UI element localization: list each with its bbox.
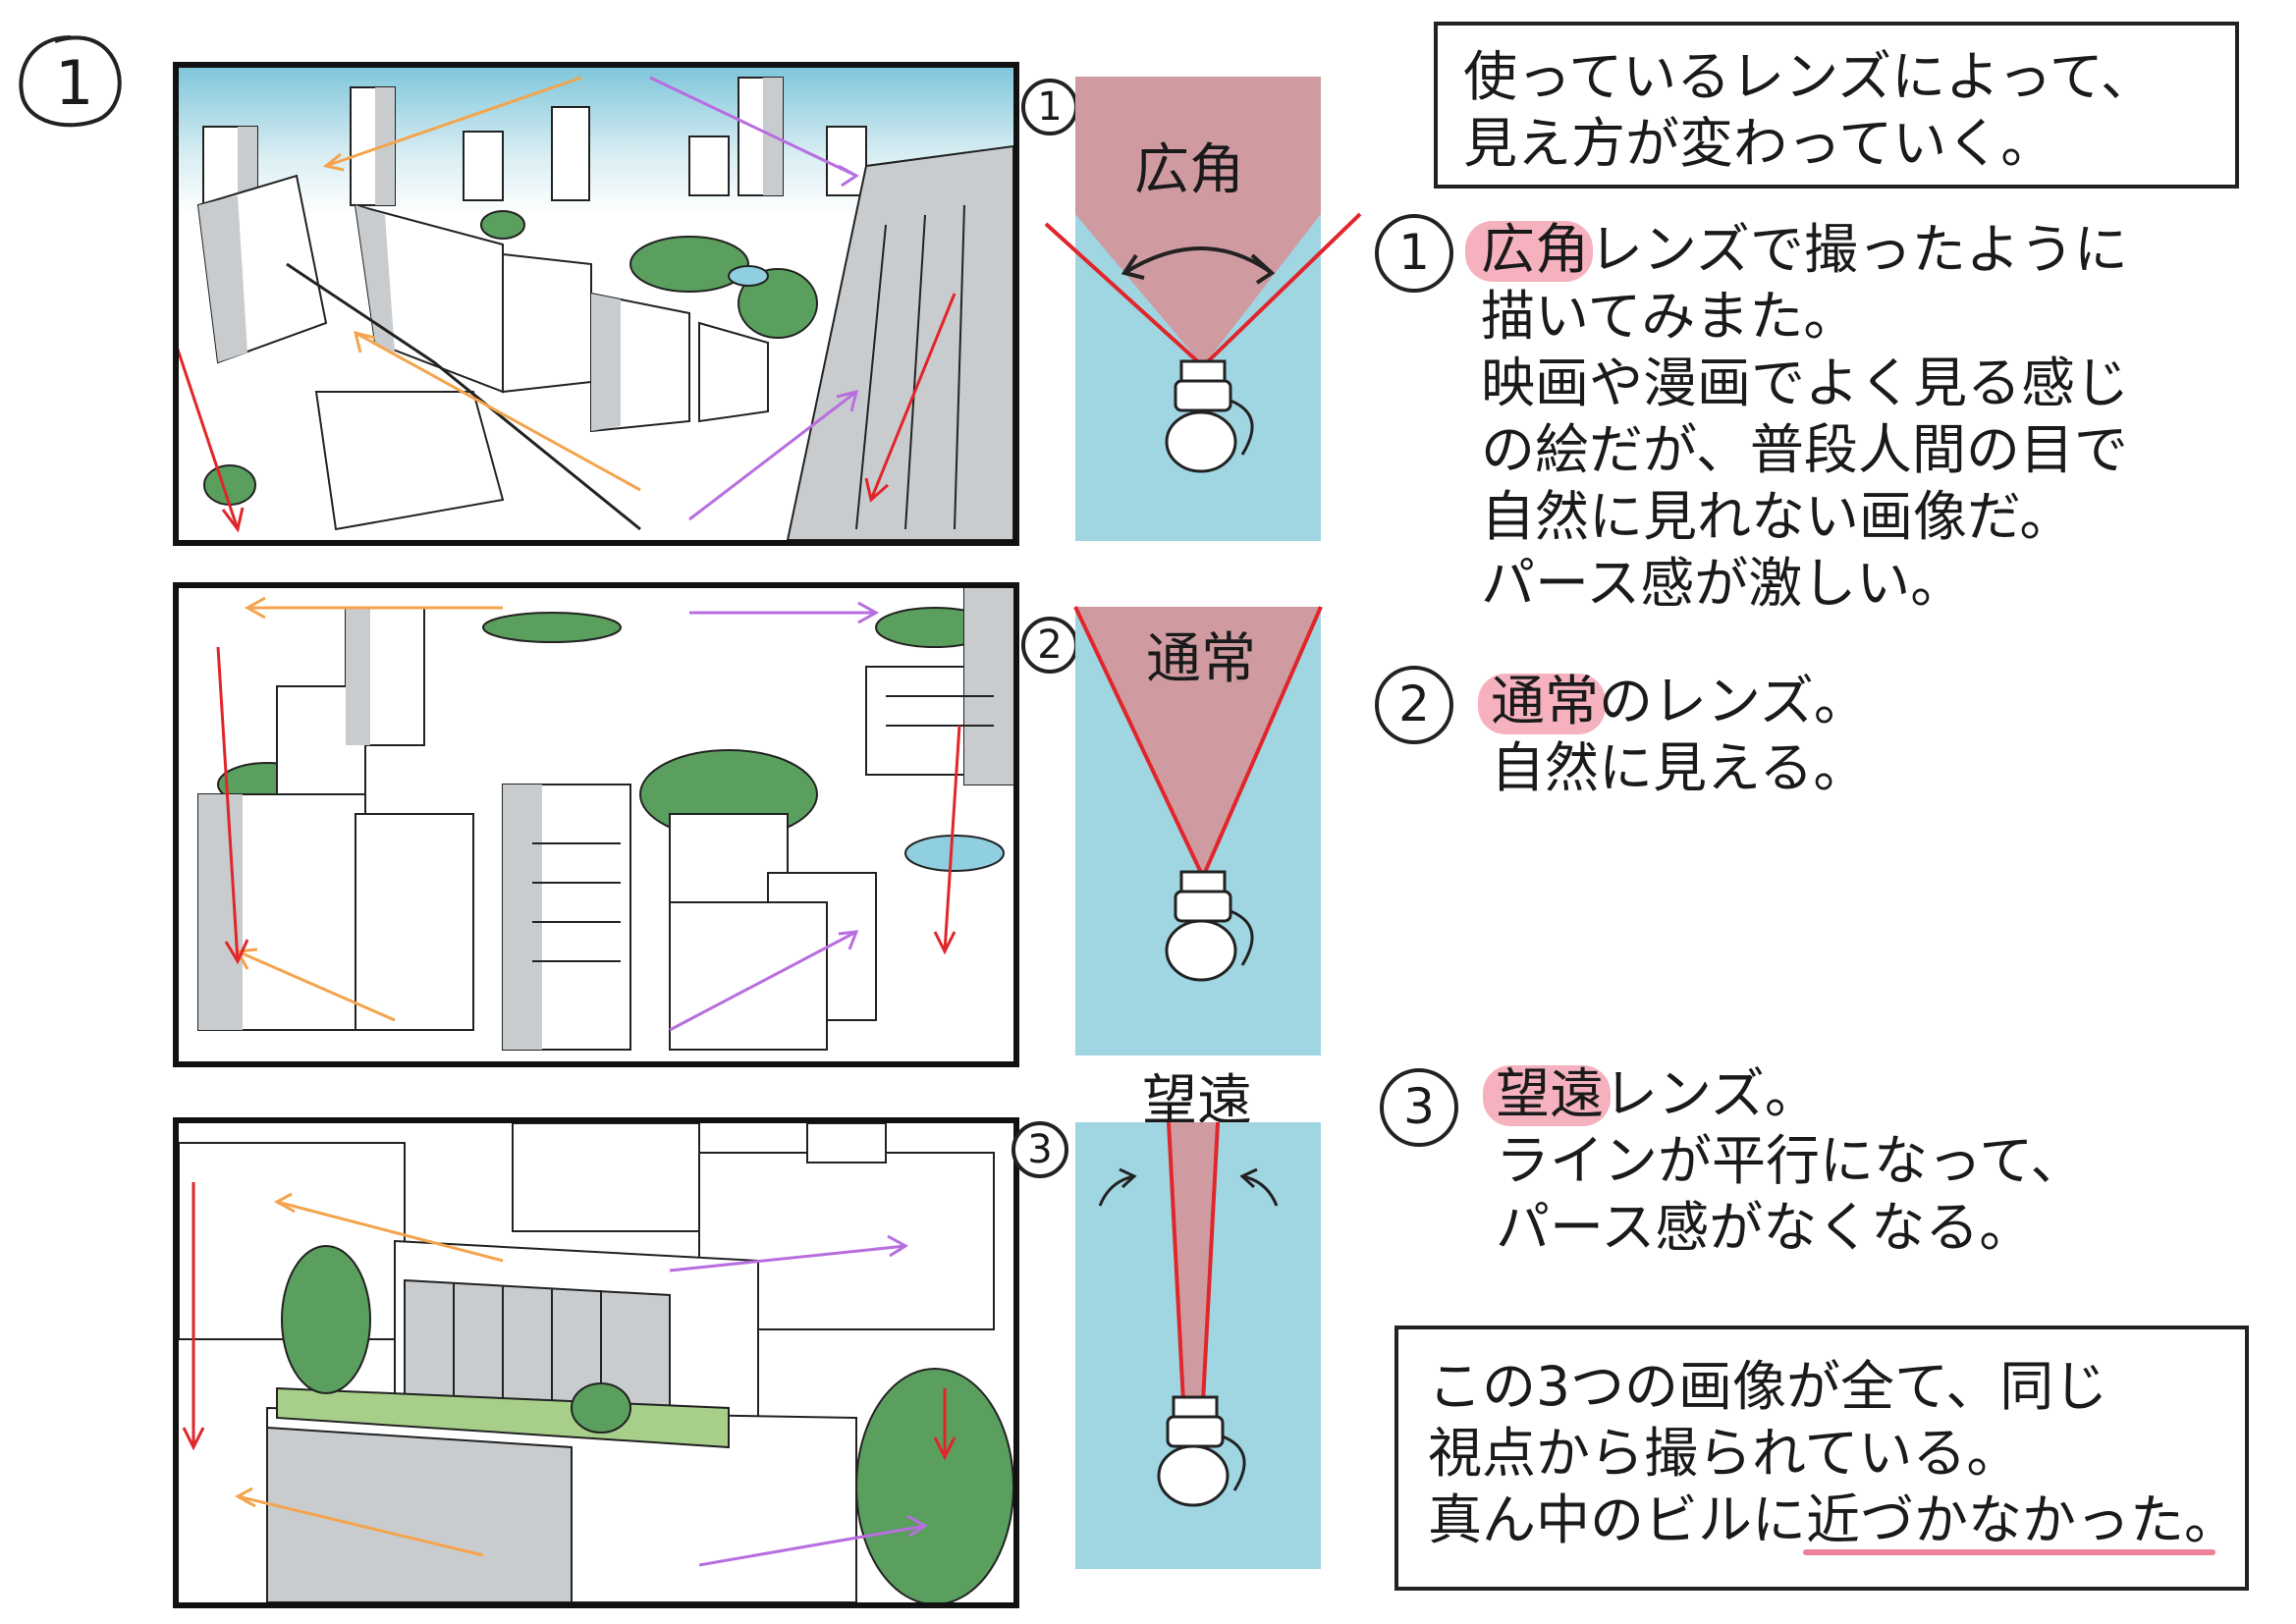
footer-underline — [1803, 1549, 2215, 1555]
panel-telephoto — [173, 1117, 1019, 1608]
city-illustration-normal — [197, 588, 1013, 1051]
note-1-line-4: の絵だが、普段人間の目で — [1481, 418, 2128, 481]
lens-diagram-telephoto — [1066, 1121, 1321, 1569]
panel-3-number: 3 — [1011, 1121, 1068, 1178]
highlight-wide — [1465, 221, 1593, 282]
note-1-number: 1 — [1375, 214, 1453, 293]
lens-label-normal: 通常 — [1146, 627, 1256, 691]
footer-line-1: この3つの画像が全て、同じ — [1428, 1355, 2108, 1418]
page-number-circle: 1 — [12, 29, 128, 135]
header-note-box: 使っているレンズによって、 見え方が変わっていく。 — [1434, 22, 2239, 189]
note-3-line-3: パース感がなくなる。 — [1496, 1196, 2034, 1259]
panel-wide-angle — [173, 62, 1019, 546]
city-illustration-wide — [179, 68, 1013, 540]
note-1-line-5: 自然に見れない画像だ。 — [1481, 485, 2074, 548]
lens-diagram-wide: 広角 — [1044, 77, 1362, 541]
lens-diagram-normal: 通常 — [1066, 606, 1323, 1056]
note-1-line-1: 広角レンズで撮ったように — [1481, 218, 2128, 281]
note-1-line-3: 映画や漫画でよく見る感じ — [1481, 352, 2130, 414]
lens-label-wide: 広角 — [1134, 138, 1244, 202]
note-2-line-1: 通常のレンズ。 — [1491, 670, 1868, 732]
note-3-line-1: 望遠レンズ。 — [1496, 1062, 1819, 1125]
page-number: 1 — [55, 47, 94, 119]
note-2-line-2: 自然に見える。 — [1491, 736, 1868, 799]
note-1-line-2: 描いてみまた。 — [1481, 285, 1858, 348]
note-3-number: 3 — [1380, 1068, 1458, 1147]
note-2-number: 2 — [1375, 666, 1453, 744]
note-3-line-2: ラインが平行になって、 — [1496, 1129, 2085, 1192]
panel-normal-lens — [173, 582, 1019, 1067]
header-line-1: 使っているレンズによって、 — [1463, 45, 2156, 108]
note-1-line-6: パース感が激しい。 — [1481, 552, 1965, 615]
city-illustration-telephoto — [179, 1123, 1013, 1602]
camera-person-icon — [1165, 359, 1254, 473]
footer-line-3: 真ん中のビルに近づかなかった。 — [1428, 1489, 2239, 1551]
footer-note-box: この3つの画像が全て、同じ 視点から撮られている。 真ん中のビルに近づかなかった… — [1394, 1326, 2249, 1591]
footer-line-2: 視点から撮られている。 — [1428, 1422, 2021, 1485]
highlight-normal — [1478, 674, 1606, 734]
header-line-2: 見え方が変わっていく。 — [1463, 112, 2055, 175]
camera-person-icon — [1157, 1395, 1246, 1507]
camera-person-icon — [1165, 870, 1254, 982]
highlight-telephoto — [1483, 1065, 1611, 1126]
